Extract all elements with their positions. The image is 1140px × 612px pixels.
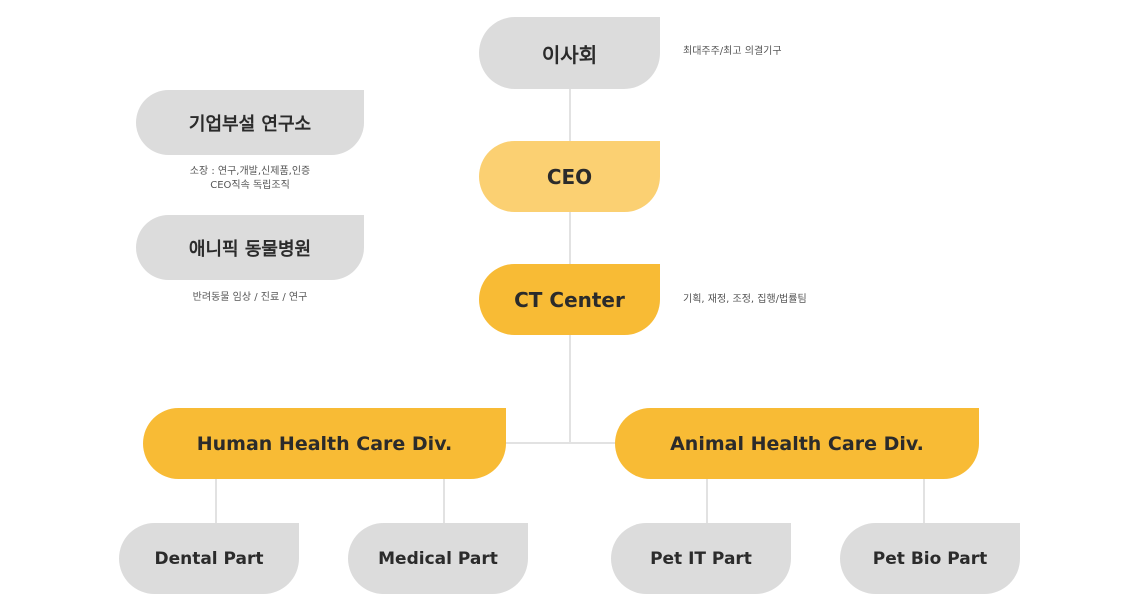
pet-bio-part-node: Pet Bio Part (840, 523, 1020, 594)
animal-division-label: Animal Health Care Div. (670, 432, 924, 455)
hospital-note: 반려동물 임상 / 진료 / 연구 (192, 292, 308, 303)
connector-ct-divisions (569, 334, 571, 444)
lab-note: 소장 : 연구,개발,신제품,인증 CEO직속 독립조직 (136, 165, 364, 193)
board-note: 최대주주/최고 의결기구 (683, 46, 782, 57)
pet-bio-part-label: Pet Bio Part (872, 548, 988, 569)
pet-it-part-label: Pet IT Part (650, 548, 752, 569)
dental-part-node: Dental Part (119, 523, 299, 594)
lab-note-line2: CEO직속 독립조직 (210, 180, 290, 191)
dental-part-label: Dental Part (154, 548, 264, 569)
medical-part-label: Medical Part (378, 548, 498, 569)
ceo-node: CEO (479, 141, 660, 212)
ceo-label: CEO (546, 164, 593, 189)
connector-ceo-ct (569, 211, 571, 266)
hospital-label: 애니픽 동물병원 (188, 238, 312, 260)
connector-board-ceo (569, 88, 571, 143)
medical-part-node: Medical Part (348, 523, 528, 594)
board-label: 이사회 (541, 42, 598, 67)
lab-label: 기업부설 연구소 (188, 113, 312, 135)
connector-human-dental (215, 478, 217, 525)
connector-animal-petbio (923, 478, 925, 525)
connector-human-medical (443, 478, 445, 525)
ct-center-label: CT Center (514, 287, 625, 312)
lab-note-line1: 소장 : 연구,개발,신제품,인증 (189, 166, 311, 177)
human-division-node: Human Health Care Div. (143, 408, 506, 479)
animal-division-node: Animal Health Care Div. (615, 408, 979, 479)
hospital-node: 애니픽 동물병원 (136, 215, 364, 280)
lab-node: 기업부설 연구소 (136, 90, 364, 155)
ct-center-note: 기획, 재정, 조정, 집행/법률팀 (683, 294, 807, 305)
board-node: 이사회 (479, 17, 660, 89)
pet-it-part-node: Pet IT Part (611, 523, 791, 594)
human-division-label: Human Health Care Div. (196, 432, 453, 455)
connector-animal-petit (706, 478, 708, 525)
connector-divisions-horizontal (505, 442, 617, 444)
ct-center-node: CT Center (479, 264, 660, 335)
